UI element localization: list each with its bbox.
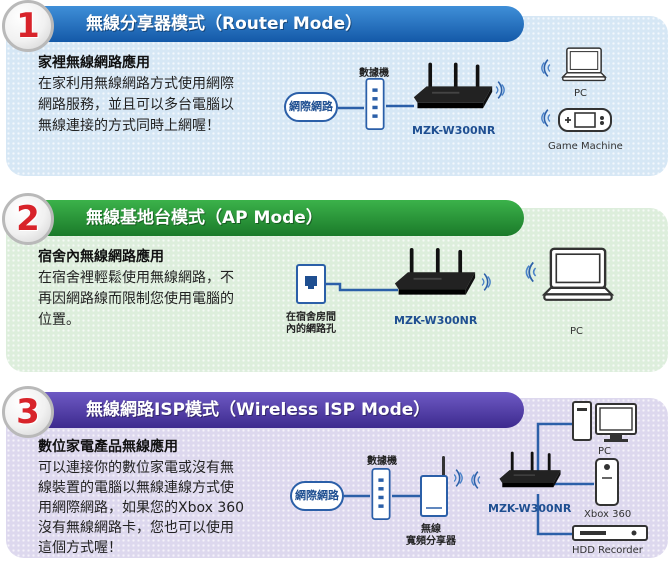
section1-game-machine-label: Game Machine <box>548 141 623 152</box>
section1-description: 在家利用無線網路方式使用網際 網路服務，並且可以多台電腦以 無線連接的方式同時上… <box>38 76 234 134</box>
broadband-router-icon <box>420 456 448 517</box>
section3-description: 可以連接你的數位家電或沒有無 線裝置的電腦以無線連線方式使 用網際網路，如果您的… <box>38 460 245 556</box>
router-icon <box>498 450 562 496</box>
section1-internet-cloud: 網際網路 <box>284 92 338 122</box>
section2-router-model: MZK-W300NR <box>394 314 478 327</box>
section3-number: 3 <box>2 386 54 438</box>
section3-subtitle: 數位家電產品無線應用 <box>38 439 178 455</box>
section1-subtitle: 家裡無線網路應用 <box>38 55 150 71</box>
section2-description: 在宿舍裡輕鬆使用無線網路，不 再因網路線而限制您使用電腦的 位置。 <box>38 270 234 328</box>
section1-connection-lines <box>338 104 414 110</box>
section2-wall-jack-label: 在宿舍房間 內的網路孔 <box>286 312 336 335</box>
section2-connection-line <box>326 282 398 292</box>
section1-number: 1 <box>2 0 54 52</box>
wifi-signal-icon <box>468 468 482 492</box>
section3-broadband-router-label: 無線 寬頻分享器 <box>406 524 456 547</box>
desktop-pc-icon <box>572 401 637 442</box>
section1-modem-label: 數據機 <box>359 68 389 79</box>
wifi-signal-icon <box>452 466 466 490</box>
section3-hdd-recorder-label: HDD Recorder <box>572 545 643 556</box>
section3-pc-label: PC <box>598 446 612 457</box>
section2-pc-label: PC <box>570 326 584 337</box>
section2-subtitle: 宿舍內無線網路應用 <box>38 249 164 265</box>
hdd-recorder-icon <box>572 525 648 541</box>
wall-jack-icon <box>296 264 326 304</box>
modem-icon <box>370 468 392 520</box>
section1-router-model: MZK-W300NR <box>412 124 496 137</box>
xbox-360-icon <box>595 458 619 506</box>
section3-modem-label: 數據機 <box>367 456 397 467</box>
section3-title: 無線網路ISP模式（Wireless ISP Mode） <box>14 392 524 428</box>
game-machine-icon <box>558 108 612 132</box>
section-router-mode <box>6 16 668 176</box>
section2-title: 無線基地台模式（AP Mode） <box>14 200 524 236</box>
section2-number: 2 <box>2 193 54 245</box>
section3-router-model: MZK-W300NR <box>488 502 572 515</box>
section3-internet-cloud: 網際網路 <box>290 481 344 511</box>
section1-title: 無線分享器模式（Router Mode） <box>14 6 524 42</box>
section3-xbox-label: Xbox 360 <box>584 509 632 520</box>
section1-pc-label: PC <box>574 88 588 99</box>
